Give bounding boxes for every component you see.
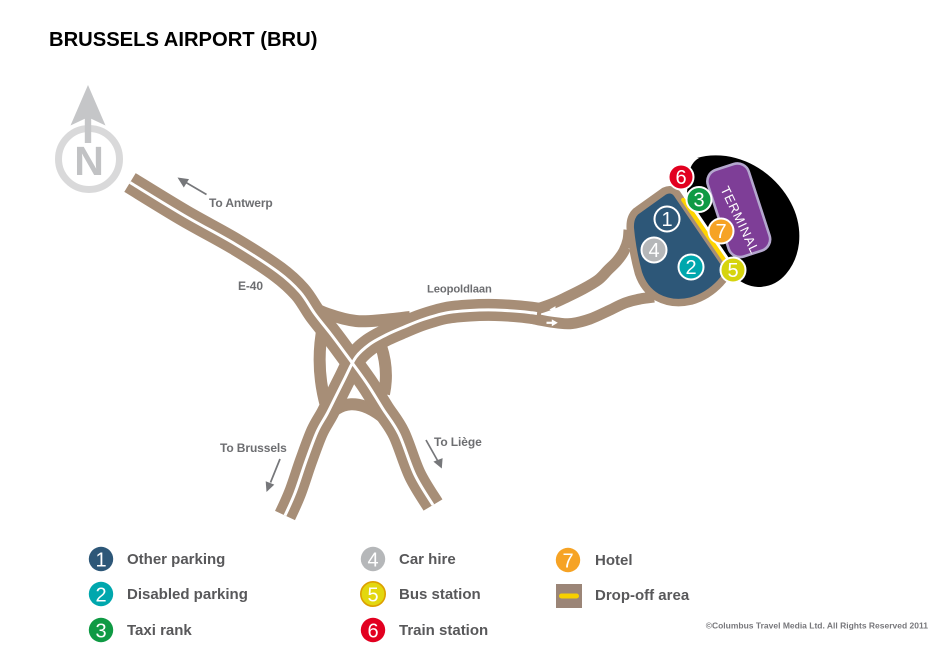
svg-text:6: 6 xyxy=(675,167,686,189)
svg-text:2: 2 xyxy=(95,585,106,607)
svg-text:1: 1 xyxy=(95,550,106,572)
svg-text:Car hire: Car hire xyxy=(399,551,456,568)
svg-text:To Brussels: To Brussels xyxy=(220,441,287,455)
svg-text:©Columbus Travel Media Ltd. Al: ©Columbus Travel Media Ltd. All Rights R… xyxy=(706,621,929,631)
svg-text:7: 7 xyxy=(715,221,726,243)
svg-text:3: 3 xyxy=(693,190,704,212)
svg-text:4: 4 xyxy=(648,240,659,262)
svg-text:Train station: Train station xyxy=(399,622,488,639)
svg-text:Hotel: Hotel xyxy=(595,552,633,569)
svg-text:5: 5 xyxy=(727,260,738,282)
svg-text:To Liège: To Liège xyxy=(434,435,482,449)
svg-text:5: 5 xyxy=(367,585,378,607)
svg-text:1: 1 xyxy=(661,209,672,231)
svg-text:Taxi rank: Taxi rank xyxy=(127,622,192,639)
svg-text:E-40: E-40 xyxy=(238,279,263,293)
svg-text:7: 7 xyxy=(562,551,573,573)
svg-text:6: 6 xyxy=(367,621,378,643)
svg-text:To Antwerp: To Antwerp xyxy=(209,196,273,210)
svg-text:BRUSSELS AIRPORT (BRU): BRUSSELS AIRPORT (BRU) xyxy=(49,29,317,51)
svg-text:Disabled parking: Disabled parking xyxy=(127,586,248,603)
svg-text:Leopoldlaan: Leopoldlaan xyxy=(427,284,492,296)
svg-text:Drop-off area: Drop-off area xyxy=(595,587,690,604)
svg-text:Bus station: Bus station xyxy=(399,586,481,603)
svg-text:3: 3 xyxy=(95,621,106,643)
svg-text:N: N xyxy=(74,138,104,184)
svg-text:Other parking: Other parking xyxy=(127,551,225,568)
svg-text:2: 2 xyxy=(685,257,696,279)
svg-text:4: 4 xyxy=(367,550,378,572)
